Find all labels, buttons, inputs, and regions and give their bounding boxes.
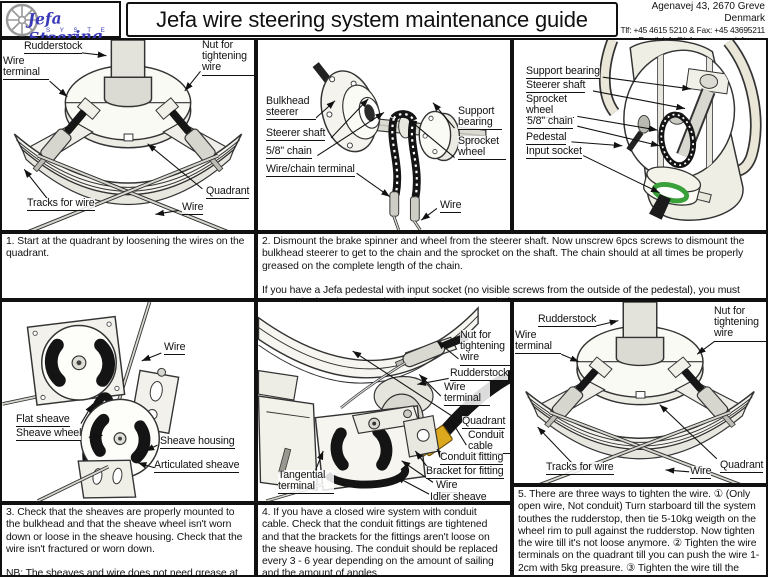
label-conduit-fitting: Conduit fitting — [440, 451, 503, 466]
logo-box: Jefa Steering S Y S T E M S — [0, 1, 121, 48]
label-steerer-shaft: Steerer shaft — [266, 127, 325, 142]
label-steerer-shaft: Steerer shaft — [526, 79, 585, 94]
sheaves-illustration — [2, 302, 180, 501]
address-line: Denmark — [724, 13, 765, 24]
label-tangential-terminal: Tangential terminal — [278, 469, 334, 495]
label-support-bearing: Support bearing — [526, 65, 600, 80]
label-quadrant: Quadrant — [462, 415, 505, 430]
label-support-bearing: Support bearing — [458, 105, 502, 131]
bulkhead-steerer-illustration — [312, 62, 487, 230]
label-sprocket-wheel: Sprocket wheel — [458, 135, 506, 161]
label-tracks-for-wire: Tracks for wire — [546, 461, 614, 476]
panel-6-quadrant-diagram: Rudderstock Wire terminal Nut for tighte… — [512, 300, 768, 485]
panel-4-sheaves-diagram: Wire Flat sheave Sheave wheel Sheave hou… — [0, 300, 256, 503]
caption-step-2: 2. Dismount the brake spinner and wheel … — [256, 232, 768, 300]
quadrant-illustration — [13, 40, 243, 230]
label-nut-for-tightening-wire: Nut for tightening wire — [202, 40, 254, 76]
label-wire: Wire — [440, 199, 461, 214]
brand-subtext: S Y S T E M S — [46, 27, 109, 41]
label-bulkhead-steerer: Bulkhead steerer — [266, 95, 316, 121]
label-wire: Wire — [182, 201, 203, 216]
caption-step-5: 5. There are three ways to tighten the w… — [512, 485, 768, 577]
label-wire-chain-terminal: Wire/chain terminal — [266, 163, 355, 178]
panel-2-bulkhead-steerer-diagram: Bulkhead steerer Steerer shaft 5/8" chai… — [256, 38, 512, 232]
label-sheave-housing: Sheave housing — [160, 435, 235, 450]
label-nut-for-tightening-wire: Nut for tightening wire — [714, 305, 766, 342]
label-wire-terminal: Wire terminal — [3, 55, 49, 81]
caption-step-3: 3. Check that the sheaves are properly m… — [0, 503, 256, 577]
label-quadrant: Quadrant — [720, 459, 763, 474]
label-wire: Wire — [690, 465, 711, 480]
label-pedestal: Pedestal — [526, 131, 567, 146]
label-chain: 5/8" chain — [527, 115, 573, 130]
label-nut-for-tightening-wire: Nut for tightening wire — [460, 329, 510, 366]
label-sheave-wheel: Sheave wheel — [16, 427, 81, 442]
address-line: Tlf: +45 4615 5210 & Fax: +45 43695211 — [620, 25, 765, 35]
label-rudderstock: Rudderstock — [24, 40, 82, 55]
label-flat-sheave: Flat sheave — [16, 413, 70, 428]
label-rudderstock: Rudderstock — [450, 367, 508, 382]
label-wire-terminal: Wire terminal — [444, 381, 490, 407]
panel-3-pedestal-diagram: Support bearing Steerer shaft Sprocket w… — [512, 38, 768, 232]
label-wire: Wire — [164, 341, 185, 356]
label-articulated-sheave: Articulated sheave — [154, 459, 239, 474]
label-idler-sheave: Idler sheave — [430, 491, 487, 501]
caption-step-4: 4. If you have a closed wire system with… — [256, 503, 512, 577]
ship-wheel-icon — [5, 3, 39, 37]
panel-1-quadrant-diagram: Rudderstock Wire terminal Nut for tighte… — [0, 38, 256, 232]
page-title: Jefa wire steering system maintenance gu… — [126, 2, 618, 37]
label-input-socket: Input socket — [526, 145, 582, 160]
address-line: Agenavej 43, 2670 Greve — [651, 1, 765, 12]
label-chain: 5/8" chain — [266, 145, 312, 160]
label-bracket-for-fitting: Bracket for fitting — [426, 465, 504, 480]
label-wire-terminal: Wire terminal — [515, 329, 561, 355]
conduit-illustration — [258, 306, 510, 501]
pedestal-illustration — [571, 40, 762, 221]
panel-5-conduit-diagram: Nut for tightening wire Rudderstock Wire… — [256, 300, 512, 503]
label-rudderstock: Rudderstock — [538, 313, 596, 328]
label-quadrant: Quadrant — [206, 185, 249, 200]
caption-step-1: 1. Start at the quadrant by loosening th… — [0, 232, 256, 300]
label-tracks-for-wire: Tracks for wire — [27, 197, 95, 212]
